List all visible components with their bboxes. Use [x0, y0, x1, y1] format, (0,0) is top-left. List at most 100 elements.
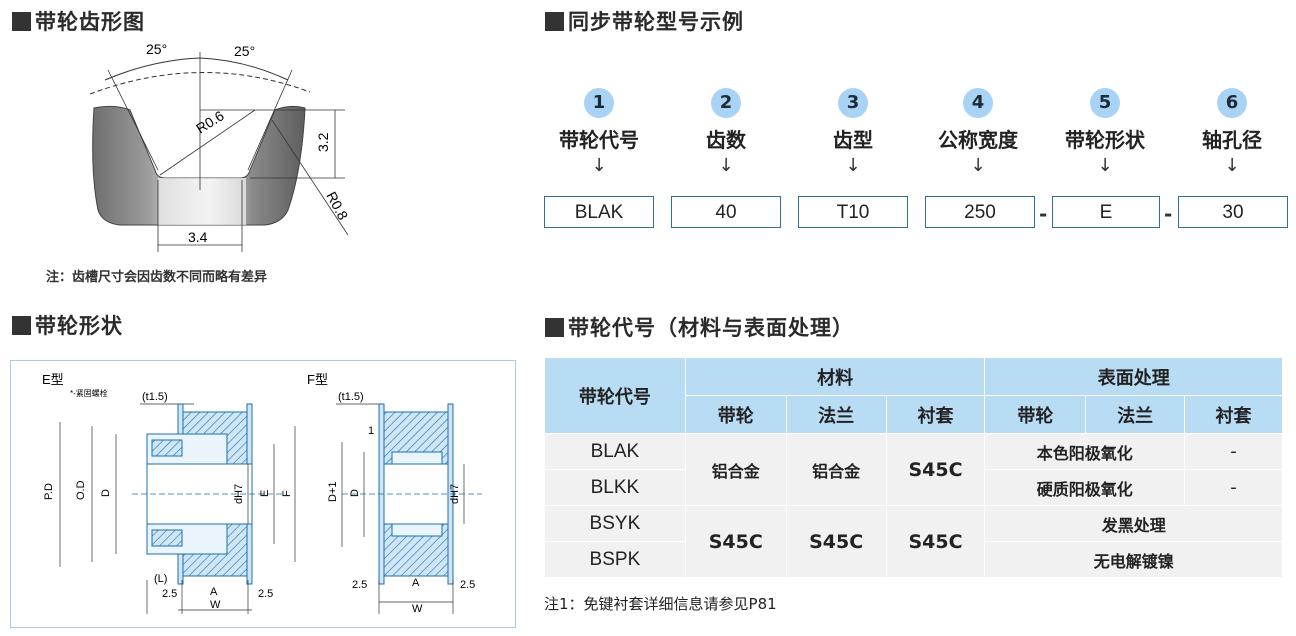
- subheader-pulley: 带轮: [684, 395, 787, 434]
- title-square-icon: [545, 317, 564, 337]
- table-row: BLAK 铝合金 铝合金 S45C 本色阳极氧化 -: [544, 433, 1283, 506]
- subheader-flange: 法兰: [785, 395, 887, 434]
- step-label: 带轮代号: [559, 128, 639, 152]
- step-4: 4 公称宽度 ↓: [918, 88, 1038, 175]
- title-square-icon: [545, 11, 564, 31]
- f-dh7-label: dH7: [449, 484, 461, 504]
- tooth-profile-note: 注：齿槽尺寸会因齿数不同而略有差异: [46, 270, 268, 285]
- cell-code: BLKK: [544, 469, 686, 506]
- step-3: 3 齿型 ↓: [793, 88, 913, 175]
- f-25-left-label: 2.5: [352, 579, 367, 591]
- f-d1-label: D+1: [327, 482, 339, 503]
- subheader-surface-bushing: 衬套: [1184, 395, 1283, 434]
- cell-code: BSPK: [544, 541, 686, 578]
- cell-surface: 本色阳极氧化: [984, 433, 1186, 470]
- f-thickness-label: (t1.5): [338, 391, 364, 403]
- radius-top-label: R0.6: [193, 107, 227, 136]
- step-label: 齿数: [706, 128, 746, 152]
- table-row: BSYK S45C S45C S45C 发黑处理: [544, 505, 1283, 578]
- step-6: 6 轴孔径 ↓: [1172, 88, 1292, 175]
- title-square-icon: [12, 315, 31, 335]
- step-1: 1 带轮代号 ↓: [539, 88, 659, 175]
- radius-bottom-label: R0.8: [323, 189, 351, 223]
- pulley-shape-drawing: E型 *-紧固螺栓 (t1.5) P.D O.D D dH7 E F (L) 2…: [42, 372, 482, 615]
- e-d-label: D: [100, 489, 112, 497]
- step-number: 5: [1090, 88, 1120, 118]
- code-box-bore: 30: [1178, 196, 1288, 228]
- step-2: 2 齿数 ↓: [666, 88, 786, 175]
- table-row: BLKK 硬质阳极氧化 -: [544, 469, 1283, 506]
- angle-left-label: 25°: [146, 41, 167, 57]
- f-type-label: F型: [307, 372, 328, 387]
- cell-bushing-material: S45C: [885, 433, 986, 506]
- step-number: 1: [584, 88, 614, 118]
- e-25-right-label: 2.5: [258, 588, 273, 600]
- step-label: 齿型: [833, 128, 873, 152]
- cell-code: BLAK: [544, 433, 686, 470]
- e-w-label: W: [210, 599, 221, 611]
- header-material: 材料: [684, 357, 986, 396]
- e-25-left-label: 2.5: [162, 588, 177, 600]
- subheader-bushing: 衬套: [885, 395, 986, 434]
- angle-right-label: 25°: [234, 43, 255, 59]
- f-w-label: W: [412, 603, 423, 615]
- step-5: 5 带轮形状 ↓: [1045, 88, 1165, 175]
- section-title-pulley-shape: 带轮形状: [12, 310, 123, 340]
- e-e-label: E: [259, 490, 271, 497]
- cell-pulley-material: S45C: [684, 505, 787, 578]
- step-number: 2: [711, 88, 741, 118]
- cell-surface: 发黑处理: [984, 505, 1283, 542]
- e-type-label: E型: [42, 372, 64, 387]
- code-box-tooth-type: T10: [798, 196, 908, 228]
- down-arrow-icon: ↓: [845, 155, 861, 176]
- tooth-profile-drawing: 25° 25° R0.6 3.2 R0.8 3.4: [89, 41, 351, 252]
- code-box-teeth: 40: [671, 196, 781, 228]
- cell-bushing-surface: -: [1184, 433, 1283, 470]
- cell-bushing-material: S45C: [885, 505, 986, 578]
- down-arrow-icon: ↓: [1097, 155, 1113, 176]
- code-box-shape: E: [1052, 196, 1160, 228]
- f-d-label: D: [349, 489, 361, 497]
- e-dh7-label: dH7: [233, 484, 245, 504]
- step-number: 4: [963, 88, 993, 118]
- e-l-label: (L): [154, 573, 167, 585]
- section-title-pulley-code: 带轮代号（材料与表面处理）: [545, 312, 854, 342]
- width-label: 3.4: [188, 229, 208, 245]
- table-row: BSPK 无电解镀镍: [544, 541, 1283, 578]
- cell-flange-material: S45C: [785, 505, 887, 578]
- e-od-label: O.D: [75, 480, 87, 500]
- header-pulley-code: 带轮代号: [544, 357, 686, 434]
- down-arrow-icon: ↓: [970, 155, 986, 176]
- cell-pulley-material: 铝合金: [684, 433, 787, 506]
- pulley-shape-frame: [10, 360, 516, 628]
- e-thickness-label: (t1.5): [142, 391, 168, 403]
- footnote: 注1：免键衬套详细信息请参见P81: [544, 595, 777, 613]
- cell-surface: 无电解镀镍: [984, 541, 1283, 578]
- header-surface: 表面处理: [984, 357, 1283, 396]
- f-one-label: 1: [368, 425, 374, 437]
- f-25-right-label: 2.5: [460, 579, 475, 591]
- separator-dash: -: [1164, 202, 1173, 226]
- e-pd-label: P.D: [43, 483, 55, 500]
- step-label: 公称宽度: [938, 128, 1018, 152]
- down-arrow-icon: ↓: [718, 155, 734, 176]
- down-arrow-icon: ↓: [591, 155, 607, 176]
- pulley-code-table: 带轮代号 材料 表面处理 带轮 法兰 衬套 带轮 法兰 衬套 BLAK 铝合金 …: [544, 357, 1283, 578]
- e-screw-label: *-紧固螺栓: [70, 388, 108, 398]
- step-label: 带轮形状: [1065, 128, 1145, 152]
- code-box-pulley: BLAK: [544, 196, 654, 228]
- step-number: 3: [838, 88, 868, 118]
- depth-label: 3.2: [315, 132, 331, 152]
- subheader-surface-pulley: 带轮: [984, 395, 1087, 434]
- e-a-label: A: [210, 586, 218, 598]
- code-box-width: 250: [925, 196, 1035, 228]
- down-arrow-icon: ↓: [1224, 155, 1240, 176]
- cell-surface: 硬质阳极氧化: [984, 469, 1186, 506]
- cell-code: BSYK: [544, 505, 686, 542]
- cell-flange-material: 铝合金: [785, 433, 887, 506]
- section-title-model-example: 同步带轮型号示例: [545, 6, 744, 36]
- title-square-icon: [12, 11, 31, 31]
- f-a-label: A: [412, 577, 420, 589]
- step-label: 轴孔径: [1202, 128, 1262, 152]
- e-f-label: F: [281, 490, 293, 497]
